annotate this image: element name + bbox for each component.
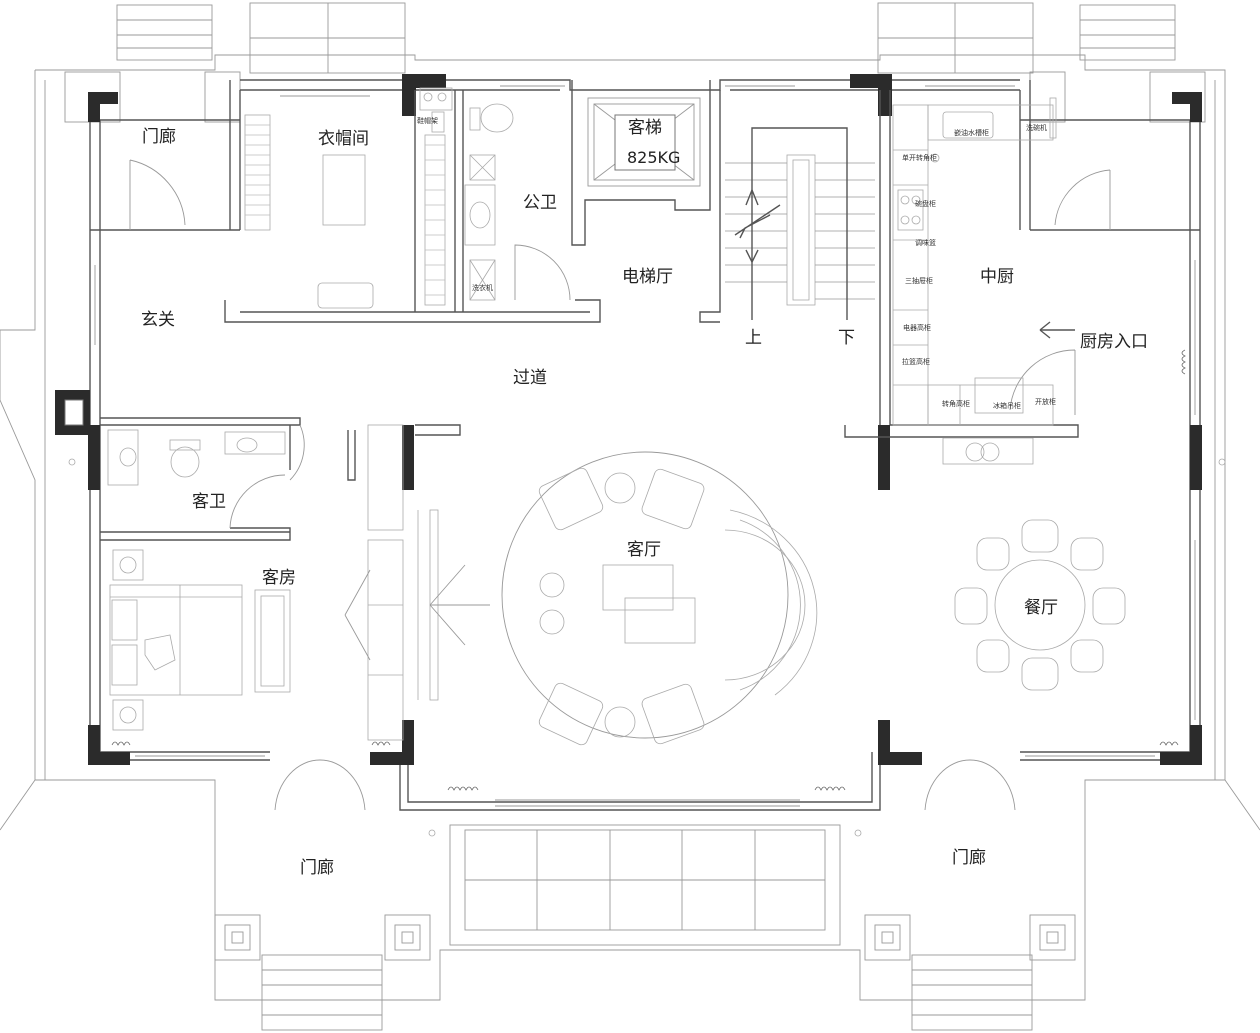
public-bath-fixtures — [464, 103, 514, 301]
top-steps — [116, 2, 1176, 74]
note-cloak-top: 鞋帽架 — [417, 116, 438, 125]
kitchen-cabinets — [892, 97, 1057, 465]
dining-furniture — [954, 519, 1126, 691]
label-foyer: 玄关 — [141, 310, 175, 330]
columns — [55, 74, 1202, 765]
markers — [68, 458, 1226, 837]
label-guest-bath: 客卫 — [192, 492, 226, 512]
note-corner-tall: 转角高柜 — [942, 399, 970, 408]
note-seasoning: 调味篮 — [915, 238, 936, 247]
cloakroom-fittings — [244, 87, 453, 309]
label-porch-bottom-left: 门廊 — [300, 858, 334, 878]
guest-room-furniture — [109, 549, 291, 731]
room-labels: 门廊 衣帽间 公卫 客梯 825KG 电梯厅 上 下 中厨 厨房入口 玄关 过道… — [141, 118, 1148, 878]
kitchen-entrance-arrow — [1039, 321, 1075, 339]
label-guest-room: 客房 — [262, 568, 296, 588]
note-pullout-tall: 拉篮高柜 — [902, 357, 930, 366]
doors — [129, 159, 1111, 811]
label-living-room: 客厅 — [627, 540, 661, 560]
fixture-annotations: 鞋帽架 洗衣机 嵌油水槽柜 洗碗机 单开转角柜 碗盘柜 调味篮 三抽屉柜 电器高… — [417, 116, 1056, 410]
label-stair-down: 下 — [838, 328, 855, 348]
label-dining-room: 餐厅 — [1024, 598, 1058, 618]
windows — [94, 85, 1196, 807]
elevator-symbol — [593, 103, 695, 181]
note-appliance-tall: 电器高柜 — [903, 323, 931, 332]
label-kitchen: 中厨 — [980, 267, 1014, 287]
label-public-bath: 公卫 — [523, 193, 557, 213]
note-fridge: 冰箱吊柜 — [993, 401, 1021, 410]
label-corridor: 过道 — [513, 368, 547, 388]
note-laundry: 洗衣机 — [472, 283, 493, 292]
bottom-steps — [261, 824, 1033, 1031]
terrace-outline — [0, 54, 1260, 1001]
note-corner-cabinet: 单开转角柜 — [902, 153, 937, 162]
label-stair-up: 上 — [745, 328, 762, 348]
porch-pedestals — [64, 71, 1206, 961]
note-drawer-cabinet: 三抽屉柜 — [905, 276, 933, 285]
label-cloakroom: 衣帽间 — [318, 129, 369, 149]
label-porch-bottom-right: 门廊 — [952, 848, 986, 868]
radiators — [111, 349, 1186, 791]
note-dishwasher: 洗碗机 — [1026, 123, 1047, 132]
living-room-furniture — [501, 451, 818, 746]
note-kitchen-sink: 嵌油水槽柜 — [954, 128, 989, 137]
label-elevator-hall: 电梯厅 — [622, 267, 673, 287]
label-kitchen-entrance: 厨房入口 — [1080, 332, 1148, 352]
note-open-cabinet: 开放柜 — [1035, 397, 1056, 406]
label-porch-top-left: 门廊 — [142, 127, 176, 147]
staircase — [725, 127, 875, 320]
note-bowl-cabinet: 碗盘柜 — [915, 199, 936, 208]
label-elevator-capacity: 825KG — [627, 148, 680, 167]
guest-bath-fixtures — [107, 429, 286, 486]
interior-walls — [100, 80, 1079, 741]
label-elevator: 客梯 — [628, 118, 662, 138]
exterior-walls — [89, 79, 1201, 811]
